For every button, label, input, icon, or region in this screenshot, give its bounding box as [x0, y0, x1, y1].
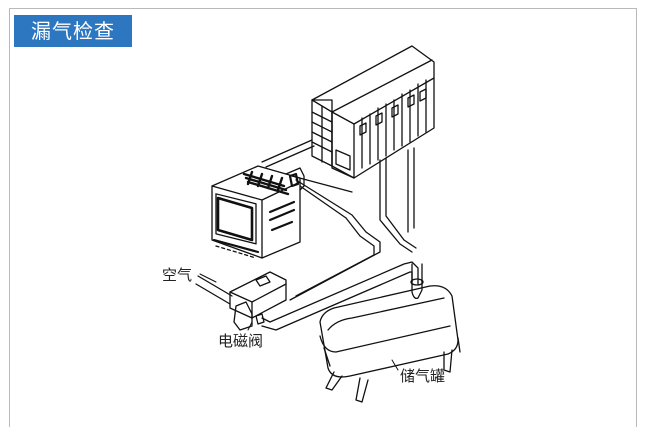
label-air: 空气 [162, 266, 193, 284]
label-air-tank: 储气罐 [400, 367, 446, 385]
air-tank [319, 263, 461, 403]
page-title: 漏气检查 [14, 15, 132, 47]
diagram-frame [9, 8, 637, 427]
vent-grid [242, 170, 290, 196]
pressure-controller [211, 165, 305, 259]
signal-cables [261, 139, 417, 253]
leader-lines [199, 273, 399, 371]
label-solenoid-valve: 电磁阀 [218, 332, 264, 350]
plc-rack [311, 45, 435, 179]
solenoid-valve [229, 271, 287, 331]
